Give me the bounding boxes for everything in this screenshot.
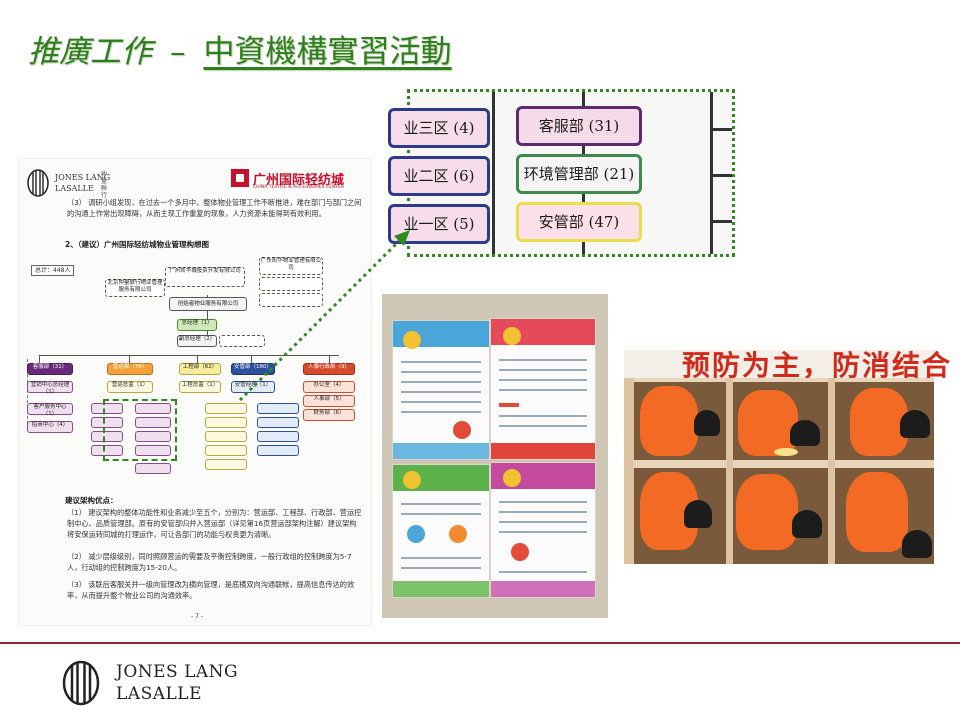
org-box-sub5a: 办公室（4） <box>303 381 355 393</box>
jll-footer-logo: JONES LANG LASALLE <box>62 660 242 708</box>
org-box-sub5b: 人事部（5） <box>303 395 355 407</box>
jll-mark-icon <box>62 660 100 706</box>
org-box-d2: 营运部（79） <box>107 363 153 375</box>
org-box-sub2a: 营运总监（1） <box>107 381 153 393</box>
doc-highlight-region <box>103 399 177 461</box>
partner-sub: CHINA TEXTILE & ACCESSORIES CENTER <box>253 185 345 190</box>
org-box-left-top: 北京仲量联行物业管理服务有限公司 <box>105 279 165 297</box>
doc-logo-line2: LASALLE <box>55 184 94 193</box>
poster-2 <box>490 318 596 460</box>
slide-title: 推廣工作–中資機構實習活動 <box>28 26 452 76</box>
zoom-right-box-1: 客服部 (31) <box>516 106 642 146</box>
doc-adv-3: （3） 该联后客服关并一级向管理改为横向管理，是底横双向沟通联帐，提高信息传达的… <box>67 580 355 600</box>
fire-safety-posters-photo <box>382 294 608 618</box>
org-box-main: 创始者物业服务有限公司 <box>169 297 247 311</box>
org-box-sub5c: 财务部（6） <box>303 409 355 421</box>
doc-adv-title: 建议架构优点： <box>65 496 118 505</box>
org-box-top2: 广东凯华物业管理有限公司 <box>259 257 323 275</box>
document-page-image: JONES LANG LASALLE 仲量聯行 广州国际轻纺城 CHINA TE… <box>18 158 372 626</box>
footer-rule <box>0 642 960 644</box>
doc-page-number: - 7 - <box>191 613 203 620</box>
doc-section-2-heading: 2、（建议）广州国际轻纺城物业管理构想图 <box>65 240 209 249</box>
footer-logo-line1: JONES LANG <box>116 662 239 682</box>
org-box-sub4a: 安管经理（1） <box>231 381 275 393</box>
title-part1: 推廣工作 <box>28 34 152 70</box>
zoom-right-box-3: 安管部 (47) <box>516 202 642 242</box>
doc-total: 总计：448人 <box>31 265 75 276</box>
doc-logo-cn: 仲量聯行 <box>101 171 108 199</box>
org-box-gm: 总经理（1） <box>177 319 217 331</box>
zoom-right-box-2: 环境管理部 (21) <box>516 154 642 194</box>
poster-1 <box>392 320 490 460</box>
org-box-sub-left1: 营销中心总经理（1） <box>27 381 73 395</box>
org-box-sub-left3: 招商中心（4） <box>27 421 73 433</box>
footer-logo-line2: LASALLE <box>116 684 202 704</box>
doc-adv-2: （2） 减少层级级别，同时照顾营运的需要及平衡控制跨度，一般行政组的控制跨度为5… <box>67 552 352 572</box>
lockers-banner-text: 预防为主，防消结合 <box>682 349 953 382</box>
zoom-left-box-3: 业一区 (5) <box>388 204 490 244</box>
poster-4 <box>490 462 596 598</box>
title-separator: – <box>170 34 186 70</box>
lockers-banner: 预防为主，防消结合 <box>624 349 950 382</box>
zoomed-org-chart-inset: 业三区 (4) 业二区 (6) 业一区 (5) 客服部 (31) 环境管理部 (… <box>388 89 735 257</box>
org-box-dgm: 副总经理（2） <box>177 335 217 347</box>
partner-badge-icon <box>231 169 249 187</box>
zoom-left-box-1: 业三区 (4) <box>388 108 490 148</box>
org-box-sub-left2: 客户服务中心（1） <box>27 403 73 417</box>
firefighter-lockers-photo: 预防为主，防消结合 <box>624 349 950 564</box>
jll-mark-icon <box>27 169 49 197</box>
org-box-sub3a: 工程总监（1） <box>179 381 221 393</box>
doc-paragraph-3: （3） 调研小组发现，在过去一个多月中，整体物业管理工作不断推进，难在部门与部门… <box>67 198 362 218</box>
partner-name: 广州国际轻纺城 <box>253 173 345 188</box>
org-box-d3: 工程部（62） <box>179 363 221 375</box>
org-box-d5: 人事行政部（9） <box>303 363 355 375</box>
org-box-top1: 广州凯华城投资开发有限公司 <box>165 267 245 287</box>
document-jll-logo: JONES LANG LASALLE 仲量聯行 <box>27 167 137 199</box>
org-box-d1: 客服部（31） <box>27 363 73 375</box>
doc-logo-line1: JONES LANG <box>55 173 111 182</box>
org-box-d4: 安管部（180） <box>231 363 275 375</box>
poster-3 <box>392 464 490 598</box>
partner-logo: 广州国际轻纺城 CHINA TEXTILE & ACCESSORIES CENT… <box>231 167 371 193</box>
title-part2: 中資機構實習活動 <box>203 34 452 70</box>
doc-adv-1: （1） 建议架构的整体功能性和业务减少至五个，分别为：营运部、工程部、行政部、营… <box>67 508 362 539</box>
zoom-left-box-2: 业二区 (6) <box>388 156 490 196</box>
